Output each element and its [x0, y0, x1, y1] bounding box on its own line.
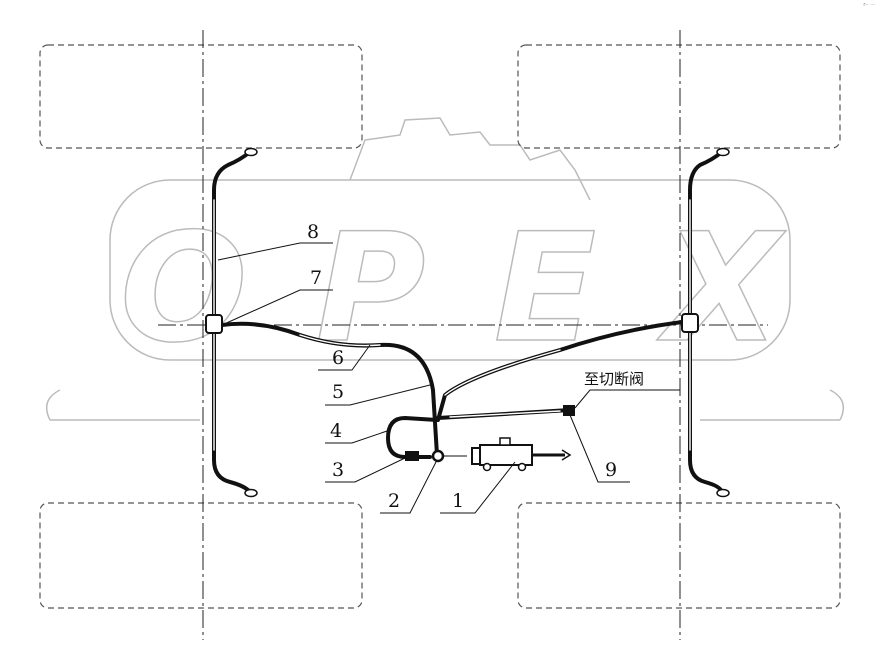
hose-end-rr: [716, 488, 730, 498]
svg-text:OPEX: OPEX: [120, 202, 786, 376]
label-5: 5: [332, 381, 344, 403]
label-3: 3: [332, 459, 344, 481]
fitting-9: [563, 405, 575, 416]
hose-end-rl: [244, 488, 258, 498]
label-4: 4: [330, 420, 342, 442]
wheel-front-left: [39, 44, 363, 149]
label-2: 2: [388, 490, 400, 512]
label-7: 7: [310, 267, 322, 289]
tee-connector-right: [681, 313, 699, 333]
label-8-text: 8: [307, 221, 319, 243]
annotation-to-cutoff-valve: 至切断阀: [584, 370, 644, 388]
fitting-3: [405, 451, 419, 461]
master-cylinder: [443, 437, 572, 472]
hose-end-fr: [716, 147, 730, 157]
watermark-logo: OPEX: [45, 117, 845, 421]
wheel-front-right: [517, 44, 841, 149]
fitting-2: [431, 449, 445, 463]
wheel-rear-left: [39, 502, 363, 609]
wheel-rear-right: [517, 502, 841, 609]
label-6: 6: [332, 347, 344, 369]
brake-pipes: [212, 150, 724, 494]
label-1: 1: [452, 490, 464, 512]
tee-connector-left: [205, 314, 223, 334]
corner-mark: r·· ···: [863, 2, 875, 8]
part-labels: 8 7 6 5 4 3 2 1 9 至切断阀: [217, 221, 680, 514]
hose-end-fl: [244, 147, 258, 157]
label-9: 9: [605, 459, 617, 481]
